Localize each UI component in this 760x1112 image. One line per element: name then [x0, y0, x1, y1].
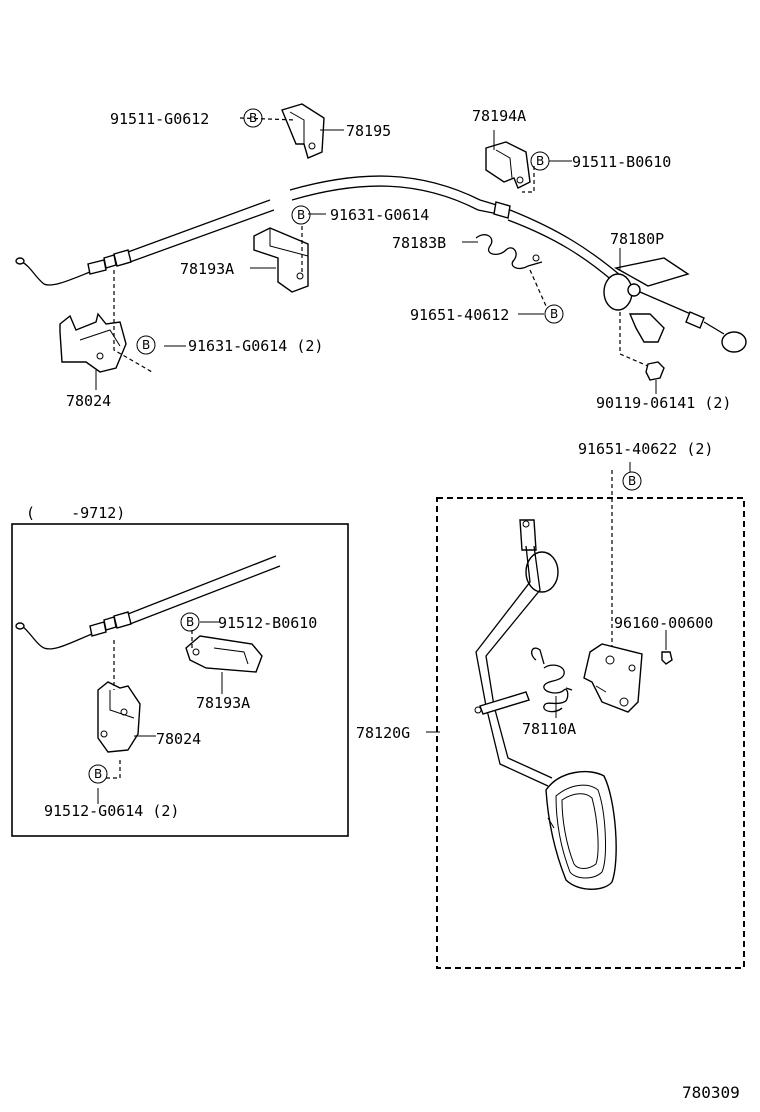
pedal-box	[436, 497, 745, 969]
label-78024-inset: 78024	[156, 730, 201, 748]
label-91651-40622: 91651-40622 (2)	[578, 440, 713, 458]
label-78195: 78195	[346, 122, 391, 140]
leader-lines-pedal	[426, 630, 667, 733]
bolt-marker-8: B	[622, 471, 642, 491]
label-91511-g0612: 91511-G0612	[110, 110, 209, 128]
spring-78110a	[530, 647, 573, 713]
inset-cable	[15, 555, 281, 650]
bracket-78193a-top	[253, 227, 309, 293]
bracket-96160	[583, 643, 643, 713]
linkage-78180p	[603, 257, 747, 353]
label-91511-b0610: 91511-B0610	[572, 153, 671, 171]
label-78120g: 78120G	[356, 724, 410, 742]
svg-text:B: B	[249, 111, 257, 125]
label-91631-g0614: 91631-G0614	[330, 206, 429, 224]
inset-bracket-78193a	[185, 635, 263, 673]
bolt-marker-2: B	[530, 151, 550, 171]
svg-text:B: B	[186, 615, 194, 629]
svg-text:B: B	[550, 307, 558, 321]
label-96160-00600: 96160-00600	[614, 614, 713, 632]
svg-text:B: B	[628, 474, 636, 488]
label-91512-b0610: 91512-B0610	[218, 614, 317, 632]
label-78180p: 78180P	[610, 230, 664, 248]
leader-lines-inset	[97, 621, 223, 804]
clip-78183b	[475, 234, 543, 270]
label-78183b: 78183B	[392, 234, 446, 252]
bolt-90119	[645, 361, 665, 381]
bolt-marker-5: B	[136, 335, 156, 355]
bolt-marker-4: B	[544, 304, 564, 324]
inset-box	[11, 523, 349, 837]
throttle-cable	[15, 175, 621, 286]
label-inset-range: ( -9712)	[26, 504, 125, 522]
label-91631-g0614-2: 91631-G0614 (2)	[188, 337, 323, 355]
svg-text:B: B	[94, 767, 102, 781]
label-78193a-top: 78193A	[180, 260, 234, 278]
label-78110a: 78110A	[522, 720, 576, 738]
svg-text:B: B	[297, 208, 305, 222]
bracket-78024-top	[59, 312, 127, 373]
bolt-marker-3: B	[291, 205, 311, 225]
accelerator-pedal	[474, 519, 617, 890]
label-91512-g0614: 91512-G0614 (2)	[44, 802, 179, 820]
label-78194a: 78194A	[472, 107, 526, 125]
svg-text:B: B	[142, 338, 150, 352]
label-91651-40612: 91651-40612	[410, 306, 509, 324]
bolt-marker-7: B	[88, 764, 108, 784]
svg-text:B: B	[536, 154, 544, 168]
diagram-number: 780309	[682, 1083, 740, 1102]
bracket-78195	[281, 103, 325, 159]
label-78193a-inset: 78193A	[196, 694, 250, 712]
clip-96160	[661, 651, 673, 665]
leader-lines-top	[95, 117, 657, 394]
bolt-marker-6: B	[180, 612, 200, 632]
label-78024-top: 78024	[66, 392, 111, 410]
label-90119-06141: 90119-06141 (2)	[596, 394, 731, 412]
inset-bracket-78024	[97, 681, 141, 753]
bolt-marker-1: B	[243, 108, 263, 128]
bracket-78194a	[485, 141, 531, 189]
